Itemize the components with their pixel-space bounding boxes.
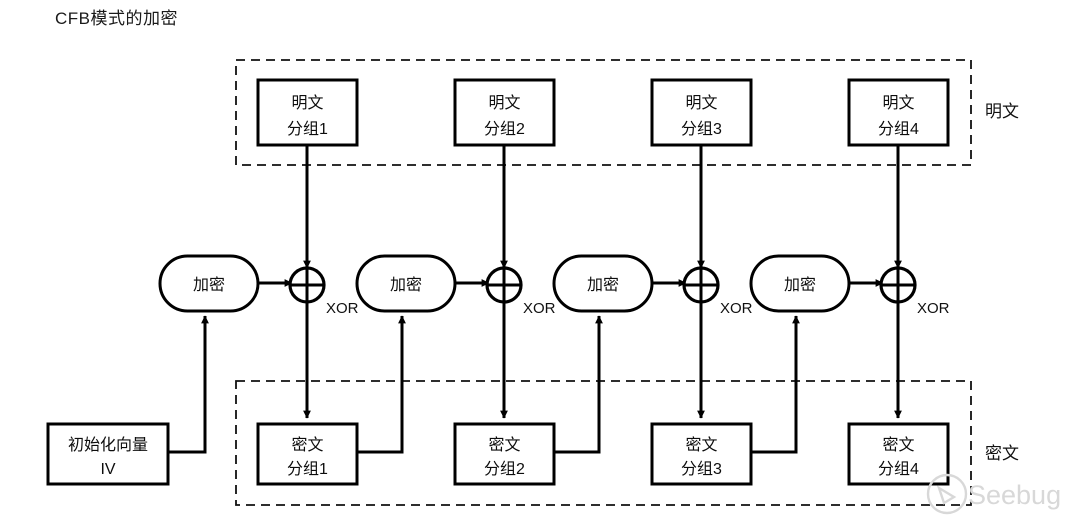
ciphertext-block-3-line2: 分组3 (681, 460, 722, 478)
wire-ciphertext1-to-encrypt2 (357, 315, 406, 454)
plaintext-block-4-line1: 明文 (882, 94, 914, 112)
plaintext-block-4[interactable]: 明文 分组4 (847, 78, 950, 147)
xor-node-4-label: XOR (917, 300, 950, 317)
wire-iv-to-encrypt-1 (168, 315, 209, 454)
iv-block[interactable]: 初始化向量 IV (46, 422, 170, 486)
iv-block-line2: IV (100, 461, 115, 478)
plaintext-block-2-line1: 明文 (488, 94, 520, 112)
ciphertext-group-region (235, 380, 972, 506)
encrypt-block-4-label: 加密 (784, 276, 816, 294)
seebug-watermark-label: Seebug (968, 480, 1061, 510)
ciphertext-block-2[interactable]: 密文 分组2 (453, 422, 556, 486)
plaintext-block-3-line1: 明文 (685, 94, 717, 112)
plaintext-block-4-line2: 分组4 (878, 120, 919, 138)
xor-node-1-label: XOR (326, 300, 359, 317)
plaintext-block-1-line1: 明文 (291, 94, 323, 112)
plaintext-block-1[interactable]: 明文 分组1 (256, 78, 359, 147)
encrypt-block-2-label: 加密 (390, 276, 422, 294)
xor-node-2-label: XOR (523, 300, 556, 317)
wire-ciphertext3-to-encrypt4 (751, 315, 800, 454)
plaintext-group-region (235, 59, 972, 166)
encrypt-block-3[interactable]: 加密 (552, 254, 654, 313)
plaintext-group-label: 明文 (985, 102, 1019, 121)
ciphertext-block-4-line2: 分组4 (878, 460, 919, 478)
encrypt-block-1-label: 加密 (193, 276, 225, 294)
ciphertext-block-1-line2: 分组1 (287, 460, 328, 478)
encrypt-block-2[interactable]: 加密 (355, 254, 457, 313)
xor-node-2[interactable]: XOR (485, 266, 556, 317)
plaintext-block-3-line2: 分组3 (681, 120, 722, 138)
xor-node-3[interactable]: XOR (682, 266, 753, 317)
ciphertext-block-2-line2: 分组2 (484, 460, 525, 478)
wire-ciphertext2-to-encrypt3 (554, 315, 603, 454)
seebug-watermark: Seebug (926, 473, 1061, 515)
ciphertext-block-4-line1: 密文 (882, 436, 914, 454)
encrypt-block-4[interactable]: 加密 (749, 254, 851, 313)
ciphertext-block-4[interactable]: 密文 分组4 (847, 422, 950, 486)
plaintext-block-2[interactable]: 明文 分组2 (453, 78, 556, 147)
ciphertext-group-label: 密文 (985, 444, 1019, 463)
ciphertext-block-2-line1: 密文 (488, 436, 520, 454)
encrypt-block-1[interactable]: 加密 (158, 254, 260, 313)
xor-node-4[interactable]: XOR (879, 266, 950, 317)
page-title: CFB模式的加密 (55, 9, 178, 28)
iv-block-line1: 初始化向量 (68, 436, 148, 454)
xor-node-1[interactable]: XOR (288, 266, 359, 317)
ciphertext-block-3-line1: 密文 (685, 436, 717, 454)
plaintext-block-1-line2: 分组1 (287, 120, 328, 138)
ciphertext-block-1[interactable]: 密文 分组1 (256, 422, 359, 486)
ciphertext-block-1-line1: 密文 (291, 436, 323, 454)
encrypt-block-3-label: 加密 (587, 276, 619, 294)
plaintext-block-2-line2: 分组2 (484, 120, 525, 138)
xor-node-3-label: XOR (720, 300, 753, 317)
ciphertext-block-3[interactable]: 密文 分组3 (650, 422, 753, 486)
plaintext-block-3[interactable]: 明文 分组3 (650, 78, 753, 147)
